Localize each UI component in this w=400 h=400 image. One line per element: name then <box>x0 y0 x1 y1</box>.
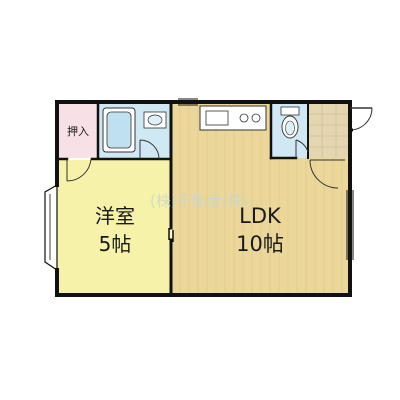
sink-icon <box>143 111 167 129</box>
entrance-door <box>349 107 373 132</box>
yoshitsu-name: 洋室 <box>95 204 135 228</box>
ldk-name: LDK <box>239 204 282 228</box>
walls <box>55 100 352 297</box>
window-top-ldk <box>178 98 198 106</box>
yoshitsu-door <box>66 158 92 182</box>
sliding-door <box>168 228 174 242</box>
yoshitsu-floor <box>57 160 171 294</box>
ldk-wood-grain <box>179 103 343 294</box>
ldk-size: 10帖 <box>236 232 284 256</box>
genkan-floor <box>308 103 350 158</box>
bathroom-door <box>139 139 160 160</box>
stove-icon <box>199 105 267 131</box>
genkan-tile-pattern <box>308 103 350 158</box>
bathtub-icon <box>102 107 136 153</box>
bay-window <box>44 183 58 272</box>
ldk-door <box>309 159 345 189</box>
watermark-text: (株)不動産(株) <box>150 192 248 210</box>
yoshitsu-size: 5帖 <box>99 232 132 256</box>
toilet-icon <box>280 106 300 139</box>
window-right <box>346 190 354 260</box>
oshiire-label: 押入 <box>67 124 89 138</box>
toilet-door <box>295 139 309 158</box>
oshiire-floor <box>57 103 97 158</box>
